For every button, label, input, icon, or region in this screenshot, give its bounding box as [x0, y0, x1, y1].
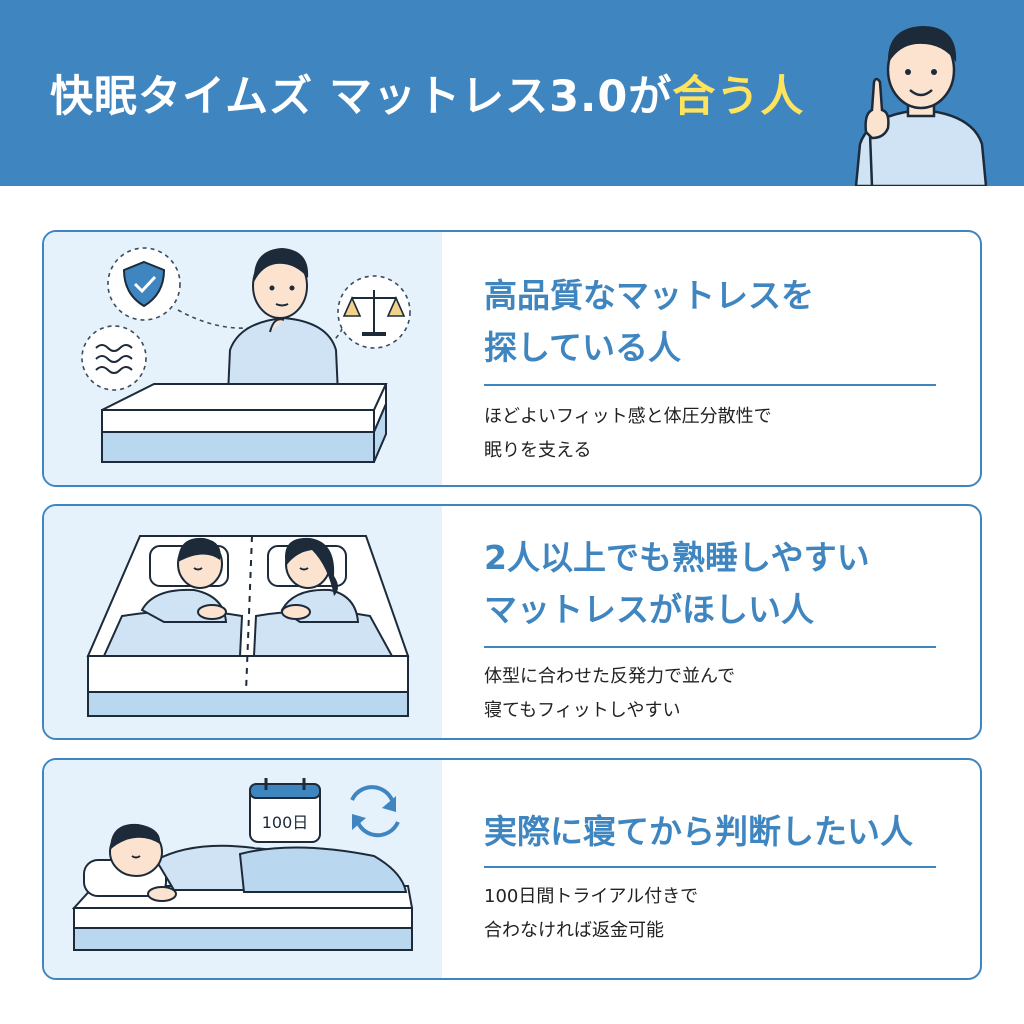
waves-icon — [81, 325, 147, 391]
description-line: ほどよいフィット感と体圧分散性で — [484, 406, 772, 427]
card-heading: 高品質なマットレスを 探している人 — [484, 270, 940, 374]
pointing-person-illustration — [854, 26, 988, 186]
thinking-person-illustration — [81, 247, 411, 463]
card-trial: 100日 実際に寝てから判断した — [42, 758, 982, 980]
card-description: ほどよいフィット感と体圧分散性で 眠りを支える — [484, 400, 950, 468]
page-title: 快眠タイムズ マットレス3.0が合う人 — [50, 62, 804, 132]
heading-line: 実際に寝てから判断したい人 — [484, 812, 913, 851]
heading-line: 探している人 — [484, 328, 682, 367]
card-heading: 実際に寝てから判断したい人 — [484, 806, 940, 858]
card-illustration: 100日 — [44, 760, 442, 978]
divider — [484, 384, 936, 386]
header-banner: 快眠タイムズ マットレス3.0が合う人 — [0, 0, 1024, 186]
scales-icon — [337, 275, 411, 349]
description-line: 体型に合わせた反発力で並んで — [484, 666, 736, 687]
card-heading: 2人以上でも熟睡しやすい マットレスがほしい人 — [484, 532, 940, 636]
divider — [484, 646, 936, 648]
calendar-label: 100日 — [262, 813, 309, 832]
refresh-icon — [350, 785, 400, 838]
card-high-quality: 高品質なマットレスを 探している人 ほどよいフィット感と体圧分散性で 眠りを支え… — [42, 230, 982, 487]
card-description: 100日間トライアル付きで 合わなければ返金可能 — [484, 880, 950, 948]
card-description: 体型に合わせた反発力で並んで 寝てもフィットしやすい — [484, 660, 950, 728]
description-line: 寝てもフィットしやすい — [484, 700, 681, 721]
couple-sleeping-illustration — [86, 535, 410, 717]
description-line: 100日間トライアル付きで — [484, 886, 699, 907]
description-line: 合わなければ返金可能 — [484, 920, 664, 941]
divider — [484, 866, 936, 868]
heading-line: マットレスがほしい人 — [484, 590, 814, 629]
title-highlight: 合う人 — [672, 72, 805, 122]
card-illustration — [44, 506, 442, 738]
title-main: 快眠タイムズ マットレス3.0が — [50, 72, 673, 122]
calendar-icon: 100日 — [249, 778, 321, 843]
shield-check-icon — [107, 247, 181, 321]
description-line: 眠りを支える — [484, 440, 592, 461]
sleeping-person-illustration: 100日 — [71, 778, 414, 951]
card-two-people: 2人以上でも熟睡しやすい マットレスがほしい人 体型に合わせた反発力で並んで 寝… — [42, 504, 982, 740]
heading-line: 高品質なマットレスを — [484, 276, 814, 315]
heading-line: 2人以上でも熟睡しやすい — [484, 538, 870, 577]
card-illustration — [44, 232, 442, 485]
